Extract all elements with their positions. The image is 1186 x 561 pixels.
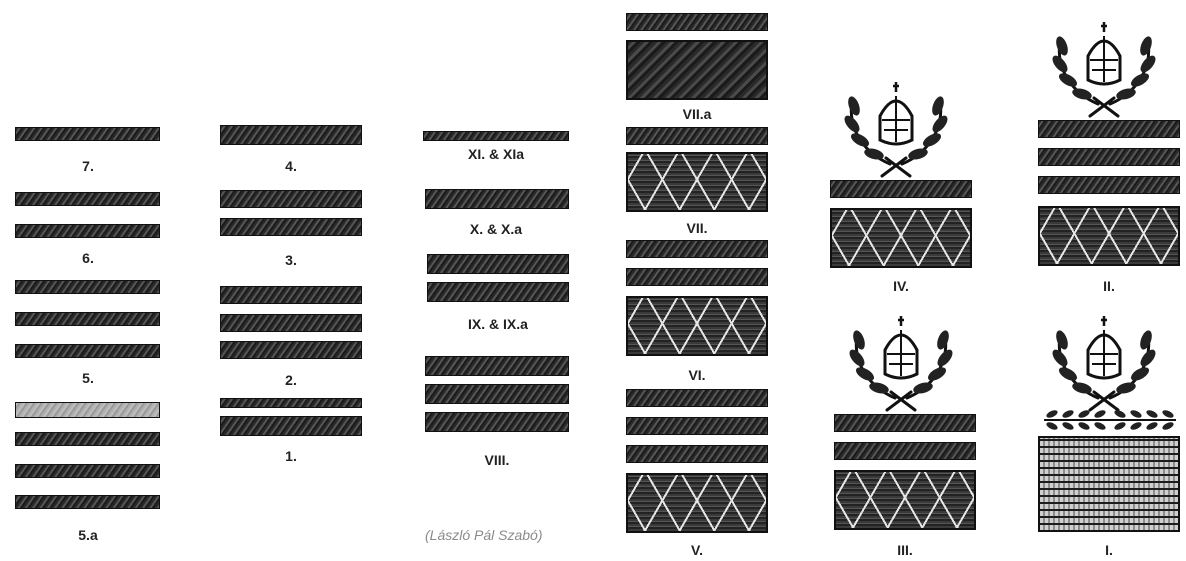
rank-IV-stripe: [830, 180, 972, 198]
rank-IX-stripe-2: [427, 282, 569, 302]
rank-IV-band: [830, 208, 972, 268]
rank-III-band: [834, 470, 976, 530]
rank-I-band: [1038, 436, 1180, 532]
rank-VI-stripe-2: [626, 268, 768, 286]
rank-6-stripe-2: [15, 224, 160, 238]
rank-1-label: 1.: [285, 448, 297, 464]
rank-II-label: II.: [1103, 278, 1115, 294]
rank-III-crown-wreath-icon: [849, 316, 953, 412]
rank-V-stripe-1: [626, 389, 768, 407]
rank-II-stripe-3: [1038, 176, 1180, 194]
rank-3-stripe-2: [220, 218, 362, 236]
rank-IV-crown-wreath-icon: [844, 82, 948, 178]
rank-VIIa-band: [626, 40, 768, 100]
rank-1-stripe-1: [220, 398, 362, 408]
rank-3-stripe-1: [220, 190, 362, 208]
rank-VII-label: VII.: [686, 220, 708, 236]
rank-2-label: 2.: [285, 372, 297, 388]
rank-5-label: 5.: [82, 370, 94, 386]
rank-VIII-stripe-2: [425, 384, 569, 404]
rank-3-label: 3.: [285, 252, 297, 268]
rank-IV-label: IV.: [893, 278, 909, 294]
rank-I-laurel-branch-icon: [1044, 410, 1176, 430]
rank-V-stripe-3: [626, 445, 768, 463]
rank-IX-label: IX. & IX.a: [468, 316, 528, 332]
rank-VI-band: [626, 296, 768, 356]
rank-4-label: 4.: [285, 158, 297, 174]
rank-1-stripe-2: [220, 416, 362, 436]
rank-5-stripe-3: [15, 344, 160, 358]
rank-6-label: 6.: [82, 250, 94, 266]
rank-VIIa-stripe: [626, 13, 768, 31]
rank-5-stripe-2: [15, 312, 160, 326]
rank-I-crown-wreath-icon: [1052, 316, 1156, 412]
rank-VIII-stripe-3: [425, 412, 569, 432]
rank-VII-stripe: [626, 127, 768, 145]
rank-V-stripe-2: [626, 417, 768, 435]
rank-5a-stripe-2: [15, 464, 160, 478]
rank-II-stripe-2: [1038, 148, 1180, 166]
rank-III-stripe-1: [834, 414, 976, 432]
rank-V-label: V.: [691, 542, 703, 558]
rank-II-stripe-1: [1038, 120, 1180, 138]
rank-V-band: [626, 473, 768, 533]
rank-IX-stripe-1: [427, 254, 569, 274]
rank-6-stripe-1: [15, 192, 160, 206]
rank-2-stripe-2: [220, 314, 362, 332]
rank-2-stripe-1: [220, 286, 362, 304]
rank-I-label: I.: [1105, 542, 1113, 558]
rank-5a-stripe-1: [15, 432, 160, 446]
rank-5-stripe-1: [15, 280, 160, 294]
credit-text: (László Pál Szabó): [425, 527, 543, 543]
rank-VI-stripe-1: [626, 240, 768, 258]
rank-XI-stripe: [423, 131, 569, 141]
rank-X-label: X. & X.a: [469, 221, 523, 237]
rank-III-stripe-2: [834, 442, 976, 460]
rank-XI-label: XI. & XIa: [467, 146, 525, 162]
rank-VIII-stripe-1: [425, 356, 569, 376]
rank-VIII-label: VIII.: [484, 452, 510, 468]
rank-2-stripe-3: [220, 341, 362, 359]
rank-5a-stripe-light: [15, 402, 160, 418]
rank-X-stripe: [425, 189, 569, 209]
rank-7-label: 7.: [82, 158, 94, 174]
rank-VI-label: VI.: [688, 367, 706, 383]
rank-5a-label: 5.a: [78, 527, 98, 543]
rank-4-stripe: [220, 125, 362, 145]
rank-III-label: III.: [897, 542, 913, 558]
rank-II-band: [1038, 206, 1180, 266]
rank-II-crown-wreath-icon: [1052, 22, 1156, 118]
rank-5a-stripe-3: [15, 495, 160, 509]
rank-7-stripe: [15, 127, 160, 141]
rank-VIIa-label: VII.a: [682, 106, 712, 122]
rank-VII-band: [626, 152, 768, 212]
